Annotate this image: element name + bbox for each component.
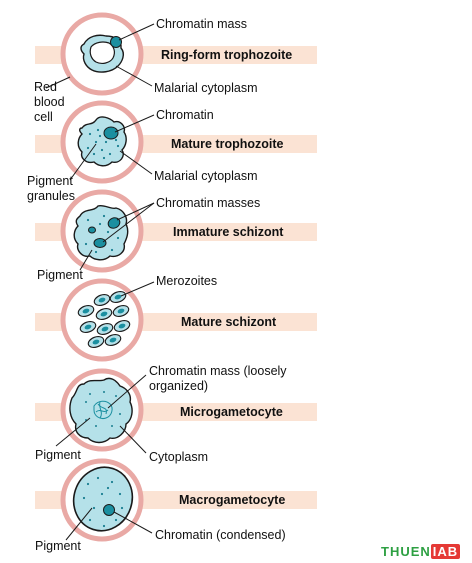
merozoite-icon	[112, 305, 130, 317]
leader-lines	[45, 23, 155, 541]
label-pigment-3: Pigment	[35, 539, 81, 553]
parasite-mature-troph	[77, 116, 127, 167]
label-malarial-cytoplasm-2: Malarial cytoplasm	[154, 169, 258, 183]
merozoite-icon	[109, 291, 127, 303]
label-pigment-granules-line1: Pigment	[27, 174, 73, 188]
label-pigment-1: Pigment	[37, 268, 83, 282]
mature-troph-pigment-dots	[86, 128, 120, 160]
label-red-blood-cell-line2: blood	[34, 95, 65, 109]
microgametocyte-chromatin-icon	[93, 400, 113, 419]
macrogametocyte-pigment-dots	[82, 476, 124, 528]
label-red-blood-cell-line3: cell	[34, 110, 53, 124]
merozoite-icon	[104, 334, 122, 346]
label-cytoplasm: Cytoplasm	[149, 450, 209, 464]
parasite-ring	[80, 34, 125, 73]
label-chromatin-masses: Chromatin masses	[156, 196, 261, 210]
label-chromatin: Chromatin	[156, 108, 214, 122]
ring-vacuole	[89, 41, 115, 64]
watermark-part1: THUEN	[381, 544, 431, 559]
title-mature-trophozoite: Mature trophozoite	[171, 137, 284, 151]
parasite-mature-schizont	[77, 291, 131, 348]
label-red-blood-cell-line1: Red	[34, 80, 57, 94]
merozoite-icon	[87, 336, 105, 348]
label-pigment-2: Pigment	[35, 448, 81, 462]
title-ring-form-trophozoite: Ring-form trophozoite	[161, 48, 293, 62]
immature-schizont-cytoplasm	[73, 204, 129, 261]
title-mature-schizont: Mature schizont	[181, 315, 277, 329]
immature-schizont-pigment-dots	[84, 214, 120, 254]
ring-chromatin-icon	[110, 36, 122, 48]
mature-troph-chromatin-icon	[103, 126, 119, 140]
label-chromatin-loose-line2: organized)	[149, 379, 209, 393]
immature-schizont-chromatin-a-icon	[107, 217, 121, 229]
immature-schizont-chromatin-c-icon	[88, 226, 96, 234]
merozoite-icon	[96, 323, 114, 335]
merozoite-icon	[77, 305, 95, 317]
parasite-microgametocyte	[69, 377, 133, 444]
label-malarial-cytoplasm-1: Malarial cytoplasm	[154, 81, 258, 95]
parasite-immature-schizont	[73, 204, 129, 261]
merozoite-icon	[79, 321, 97, 333]
parasite-macrogametocyte	[72, 466, 134, 532]
immature-schizont-chromatin-b-icon	[93, 238, 107, 248]
title-macrogametocyte: Macrogametocyte	[179, 493, 286, 507]
macrogametocyte-chromatin-icon	[103, 504, 115, 516]
label-merozoites: Merozoites	[156, 274, 218, 288]
label-pigment-granules-line2: granules	[27, 189, 75, 203]
label-chromatin-mass: Chromatin mass	[156, 17, 247, 31]
watermark-part2: IAB	[430, 544, 461, 559]
merozoite-icon	[113, 320, 131, 332]
title-microgametocyte: Microgametocyte	[180, 405, 283, 419]
merozoite-icon	[93, 294, 111, 306]
merozoite-icon	[95, 308, 113, 320]
label-chromatin-condensed: Chromatin (condensed)	[155, 528, 286, 542]
title-immature-schizont: Immature schizont	[173, 225, 284, 239]
label-chromatin-loose-line1: Chromatin mass (loosely	[149, 364, 287, 378]
